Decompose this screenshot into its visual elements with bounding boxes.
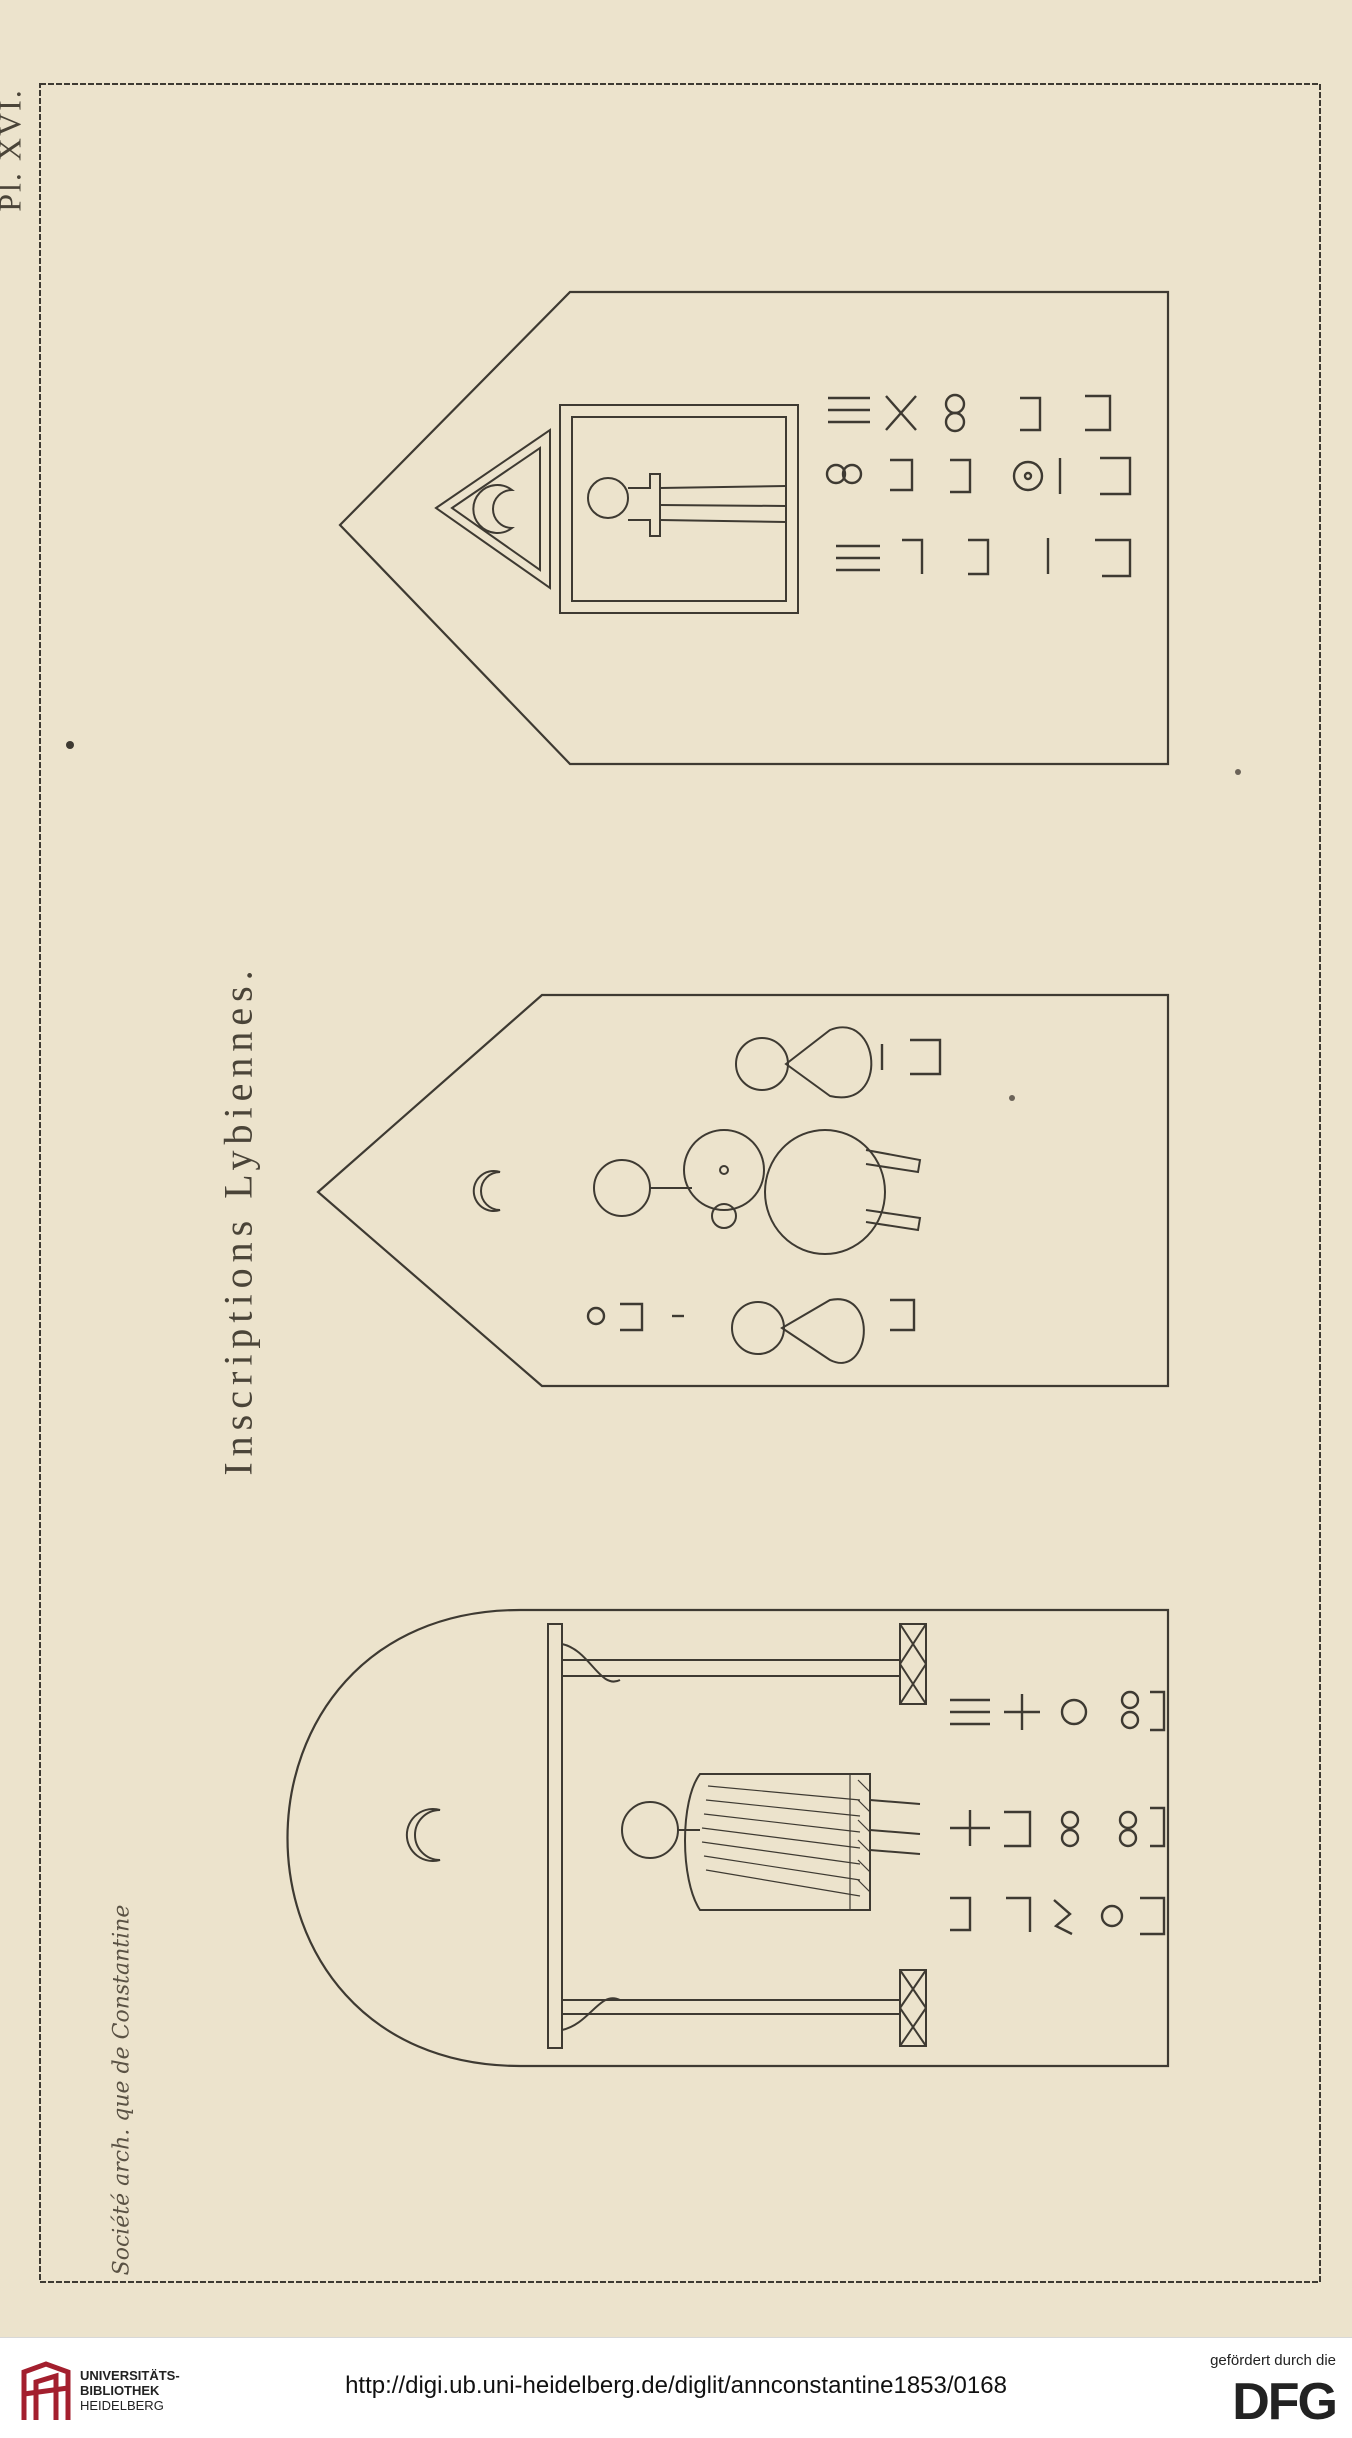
stele-2-inscription [586, 1038, 942, 1332]
stele-3-crescent [405, 1808, 441, 1862]
stele-1-pediment [434, 428, 551, 590]
stele-1-figure-head [587, 477, 629, 519]
university-library-logo-icon[interactable] [18, 2360, 74, 2424]
stele-2-crescent [472, 1170, 501, 1212]
stele-2-small-figure-1 [735, 1037, 789, 1091]
stele-3-figure-feet [869, 1799, 921, 1855]
funding-caption: gefördert durch die [1210, 2352, 1336, 2369]
stele-3-columns [547, 1623, 927, 2049]
stele-1 [338, 290, 1170, 766]
stele-2-small-figure-2 [731, 1301, 785, 1355]
university-library-name[interactable]: UNIVERSITÄTS- BIBLIOTHEK HEIDELBERG [80, 2368, 180, 2413]
stele-1-niche [559, 404, 799, 614]
stele-3-inscription [950, 1690, 1166, 1936]
dfg-logo[interactable]: DFG [1232, 2373, 1338, 2431]
stele-1-inscription [825, 393, 1132, 578]
plate-frame [39, 83, 1321, 2283]
stele-2 [316, 993, 1170, 1388]
ink-spot [1235, 769, 1241, 775]
viewer-footer: UNIVERSITÄTS- BIBLIOTHEK HEIDELBERG http… [0, 2337, 1352, 2438]
stele-1-crescent [472, 484, 515, 534]
stele-3-figure-head [621, 1801, 679, 1859]
plate-page: Pl. XVI. Inscriptions Lybiennes. Société… [0, 83, 1321, 2283]
ink-spot [1009, 1095, 1015, 1101]
ink-spot [66, 741, 74, 749]
stele-3 [286, 1608, 1170, 2068]
stele-1-figure-body [628, 473, 661, 537]
stele-3-figure-robe [684, 1773, 871, 1911]
source-url-link[interactable]: http://digi.ub.uni-heidelberg.de/diglit/… [345, 2372, 1007, 2399]
plate-illustration [39, 83, 1321, 2283]
stele-2-figure-head [593, 1159, 651, 1217]
